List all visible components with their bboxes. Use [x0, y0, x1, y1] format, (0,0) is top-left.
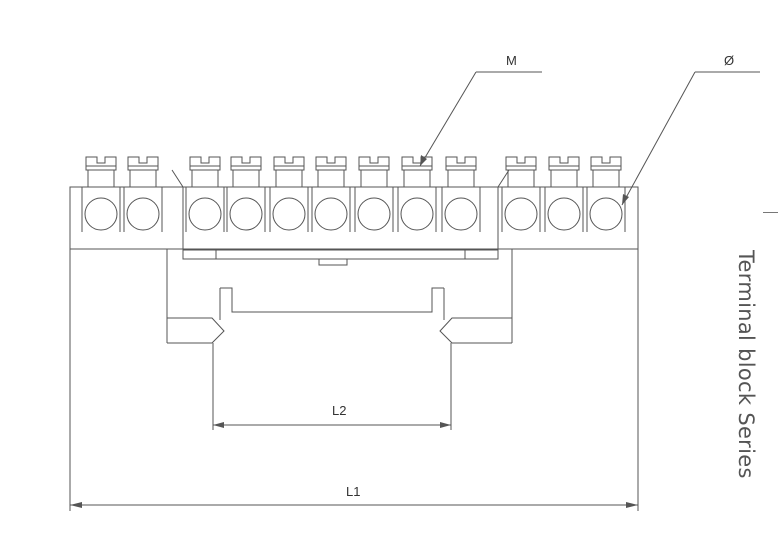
screw-head — [590, 156, 622, 171]
screw-head — [548, 156, 580, 171]
screw-head — [273, 156, 305, 171]
terminal-hole — [504, 197, 538, 231]
terminal-hole — [589, 197, 623, 231]
diameter-leader — [621, 71, 760, 206]
terminal-post — [441, 156, 481, 232]
terminal-hole — [444, 197, 478, 231]
inner-bridge — [171, 169, 510, 266]
terminal-post — [544, 156, 584, 232]
l1-dimension — [69, 249, 639, 511]
terminal-hole — [314, 197, 348, 231]
terminal-post — [81, 156, 121, 232]
m-label: M — [506, 53, 517, 68]
sidebar-title: Terminal block Series — [734, 250, 758, 479]
terminal-hole — [400, 197, 434, 231]
terminal-post — [586, 156, 626, 232]
terminal-hole — [188, 197, 222, 231]
terminal-hole — [84, 197, 118, 231]
diameter-label: Ø — [724, 53, 734, 68]
terminal-post — [226, 156, 266, 232]
terminal-hole — [126, 197, 160, 231]
terminal-post — [501, 156, 541, 232]
screw-head — [85, 156, 117, 171]
terminal-hole — [272, 197, 306, 231]
l1-label: L1 — [346, 484, 360, 499]
terminal-post — [354, 156, 394, 232]
block-body — [69, 186, 639, 250]
m-leader — [419, 71, 542, 167]
terminal-hole — [547, 197, 581, 231]
sidebar-divider — [763, 212, 778, 213]
terminal-post — [185, 156, 225, 232]
screw-head — [315, 156, 347, 171]
terminal-post — [123, 156, 163, 232]
screw-head — [358, 156, 390, 171]
terminal-hole — [357, 197, 391, 231]
terminal-post — [397, 156, 437, 232]
screw-head — [189, 156, 221, 171]
screw-head — [505, 156, 537, 171]
terminal-post — [269, 156, 309, 232]
screw-head — [401, 156, 433, 171]
terminal-posts — [81, 156, 626, 232]
screw-head — [445, 156, 477, 171]
screw-head — [127, 156, 159, 171]
terminal-hole — [229, 197, 263, 231]
l2-dimension — [212, 343, 452, 430]
screw-head — [230, 156, 262, 171]
din-rail-mount — [166, 249, 513, 344]
terminal-post — [311, 156, 351, 232]
l2-label: L2 — [332, 403, 346, 418]
